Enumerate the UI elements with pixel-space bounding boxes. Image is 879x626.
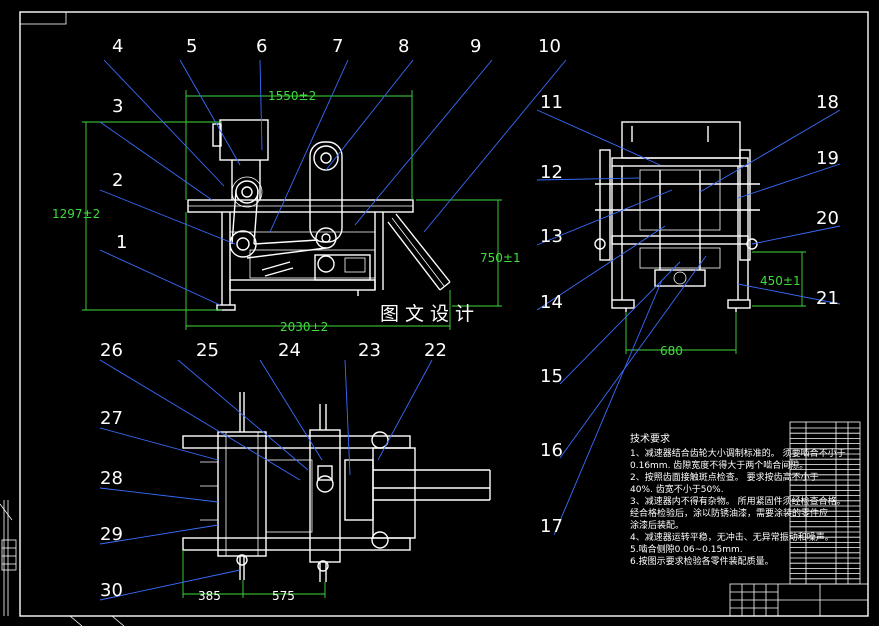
tech-line: 2、按照齿面接触斑点检查。 要求按齿高不小于 — [630, 471, 819, 483]
dim-front-leg: 750±1 — [480, 251, 521, 265]
tech-line: 4、减速器运转平稳，无冲击、无异常振动和噪声。 — [630, 531, 834, 543]
balloon-30: 30 — [100, 580, 123, 601]
balloon-19: 19 — [816, 148, 839, 169]
binding-marks — [0, 500, 125, 626]
balloon-4: 4 — [112, 36, 123, 57]
technical-requirements: 技术要求 1、减速器结合齿轮大小调制标准的。 须要啮合不小于 0.16mm. 齿… — [630, 432, 846, 567]
balloon-11: 11 — [540, 92, 563, 113]
balloon-14: 14 — [540, 292, 563, 313]
title-block — [729, 583, 869, 617]
front-view — [187, 119, 451, 311]
balloon-20: 20 — [816, 208, 839, 229]
tech-line: 6.按图示要求检验各零件装配质量。 — [630, 555, 774, 567]
balloon-15: 15 — [540, 366, 563, 387]
balloon-27: 27 — [100, 408, 123, 429]
balloon-23: 23 — [358, 340, 381, 361]
tech-line: 涂漆后装配。 — [630, 519, 684, 531]
balloon-26: 26 — [100, 340, 123, 361]
tech-line: 3、减速器内不得有杂物。 所用紧固件须经检查合格。 — [630, 495, 846, 507]
top-view — [182, 392, 491, 582]
balloon-8: 8 — [398, 36, 409, 57]
balloon-9: 9 — [470, 36, 481, 57]
dim-top-left: 385 — [198, 589, 221, 603]
dim-side-leg: 450±1 — [760, 274, 801, 288]
dim-side-width: 680 — [660, 344, 683, 358]
balloon-2: 2 — [112, 170, 123, 191]
tech-line: 1、减速器结合齿轮大小调制标准的。 须要啮合不小于 — [630, 447, 846, 459]
dim-front-width: 1550±2 — [268, 89, 316, 103]
dim-front-height: 1297±2 — [52, 207, 100, 221]
tech-line: 40%. 齿宽不小于50%. — [630, 483, 724, 495]
dim-front-total: 2030±2 — [280, 320, 328, 334]
side-view-dimensions — [625, 251, 806, 354]
tech-line: 5.啮合侧隙0.06~0.15mm. — [630, 543, 743, 555]
balloon-16: 16 — [540, 440, 563, 461]
watermark-text: 图文设计 — [380, 303, 480, 325]
balloon-22: 22 — [424, 340, 447, 361]
balloon-3: 3 — [112, 96, 123, 117]
leader-lines — [99, 59, 841, 601]
dim-top-right: 575 — [272, 589, 295, 603]
parts-list-table — [789, 421, 861, 585]
drawing-border — [19, 11, 869, 617]
balloon-24: 24 — [278, 340, 301, 361]
tech-line: 经合格检验后，涂以防锈油漆，需要涂装的零件应 — [630, 507, 828, 519]
balloon-10: 10 — [538, 36, 561, 57]
balloon-7: 7 — [332, 36, 343, 57]
balloon-6: 6 — [256, 36, 267, 57]
side-view — [594, 121, 760, 312]
balloon-18: 18 — [816, 92, 839, 113]
balloon-29: 29 — [100, 524, 123, 545]
tech-line: 0.16mm. 齿隙宽度不得大于两个啮合间隙。 — [630, 459, 808, 471]
balloon-12: 12 — [540, 162, 563, 183]
balloon-21: 21 — [816, 288, 839, 309]
top-view-dimensions — [182, 550, 326, 598]
corner-tag — [19, 11, 67, 25]
balloon-5: 5 — [186, 36, 197, 57]
front-view-dimensions — [82, 90, 502, 330]
balloon-13: 13 — [540, 226, 563, 247]
balloon-1: 1 — [116, 232, 127, 253]
balloon-25: 25 — [196, 340, 219, 361]
balloon-28: 28 — [100, 468, 123, 489]
tech-title: 技术要求 — [630, 432, 670, 445]
balloon-17: 17 — [540, 516, 563, 537]
